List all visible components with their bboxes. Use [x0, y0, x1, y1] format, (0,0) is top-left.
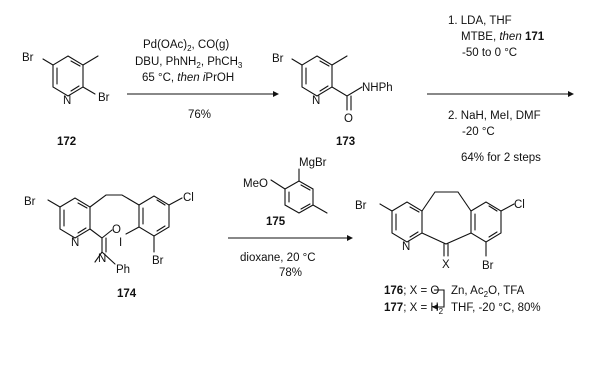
- n-176: N: [402, 241, 410, 253]
- substituent-bonds-172: [42, 55, 99, 95]
- n-172: N: [63, 95, 71, 107]
- step2-line2: MTBE, then 171: [461, 31, 545, 43]
- conditions-step4: Zn, Ac2O, TFA THF, -20 °C, 80%: [451, 285, 541, 314]
- compound-175: MgBr MeO 175: [243, 157, 328, 228]
- br-172-a: Br: [22, 52, 34, 64]
- nhph-173: NHPh: [362, 82, 393, 94]
- compound-174: Br N O I N Ph Br Cl 174: [24, 192, 194, 300]
- step2-line3: -50 to 0 °C: [462, 47, 517, 59]
- aryl-double-bonds-176: [474, 205, 498, 238]
- label-175: 175: [266, 216, 286, 228]
- step1-line1: Pd(OAc)2, CO(g): [143, 39, 229, 53]
- conditions-step3: dioxane, 20 °C 78%: [240, 252, 316, 279]
- i-174: I: [119, 237, 122, 249]
- substituent-bonds-174: [47, 194, 183, 265]
- br-176-b: Br: [482, 260, 494, 272]
- arrowhead-step3: [347, 235, 353, 241]
- step2-yield: 64% for 2 steps: [461, 152, 541, 164]
- step1-line2: DBU, PhNH2, PhCH3: [135, 56, 243, 70]
- substituent-bonds-176: [379, 191, 515, 257]
- double-bonds-172: [56, 60, 81, 92]
- cl-176: Cl: [514, 199, 525, 211]
- step3-yield: 78%: [279, 267, 302, 279]
- pyridine-double-bonds-176: [395, 206, 420, 238]
- n-174-amide: N: [98, 253, 106, 265]
- n-174-ring: N: [71, 237, 79, 249]
- ph-174: Ph: [116, 264, 130, 276]
- step1-line3: 65 °C, then iPrOH: [142, 72, 234, 84]
- mgbr-175: MgBr: [299, 157, 327, 169]
- arrowhead-step1: [273, 91, 279, 97]
- compound-172: Br N Br 172: [22, 52, 110, 148]
- step1-yield: 76%: [188, 109, 211, 121]
- step2-line4: 2. NaH, MeI, DMF: [448, 110, 541, 122]
- br-174-a: Br: [24, 196, 36, 208]
- substituent-bonds-173: [291, 55, 363, 111]
- double-bonds-173: [305, 60, 330, 92]
- meo-175: MeO: [243, 178, 268, 190]
- o-174: O: [112, 224, 121, 236]
- br-173: Br: [272, 53, 284, 65]
- bracket-arrow: [434, 289, 445, 308]
- br-172-b: Br: [98, 92, 110, 104]
- n-173: N: [312, 95, 320, 107]
- x-176: X: [442, 259, 450, 271]
- double-bonds-175: [288, 184, 311, 210]
- compound-173: Br N O NHPh 173: [272, 53, 393, 148]
- cl-174: Cl: [183, 192, 194, 204]
- step4-line1: Zn, Ac2O, TFA: [451, 285, 525, 299]
- step3-line1: dioxane, 20 °C: [240, 252, 316, 264]
- compound-176: Br N X Br Cl 176; X = O 177; X = H2: [355, 191, 525, 316]
- label-176: 176; X = O: [384, 285, 439, 297]
- step4-line2: THF, -20 °C, 80%: [451, 302, 541, 314]
- br-176-a: Br: [355, 200, 367, 212]
- o-173: O: [344, 113, 353, 125]
- label-174: 174: [117, 288, 137, 300]
- label-172: 172: [57, 136, 76, 148]
- conditions-step1: Pd(OAc)2, CO(g) DBU, PhNH2, PhCH3 65 °C,…: [135, 39, 243, 121]
- substituent-bonds-175: [270, 168, 328, 214]
- aryl-double-bonds-174: [142, 199, 166, 232]
- br-174-b: Br: [152, 255, 164, 267]
- step2-line5: -20 °C: [462, 126, 495, 138]
- step2-line1: 1. LDA, THF: [448, 15, 512, 27]
- conditions-step2: 1. LDA, THF MTBE, then 171 -50 to 0 °C 2…: [448, 15, 545, 164]
- label-177: 177; X = H2: [384, 302, 444, 316]
- arrowhead-step2: [568, 91, 574, 97]
- pyridine-double-bonds-174: [63, 202, 88, 234]
- bracket-arrowhead: [432, 304, 438, 310]
- label-173: 173: [336, 136, 355, 148]
